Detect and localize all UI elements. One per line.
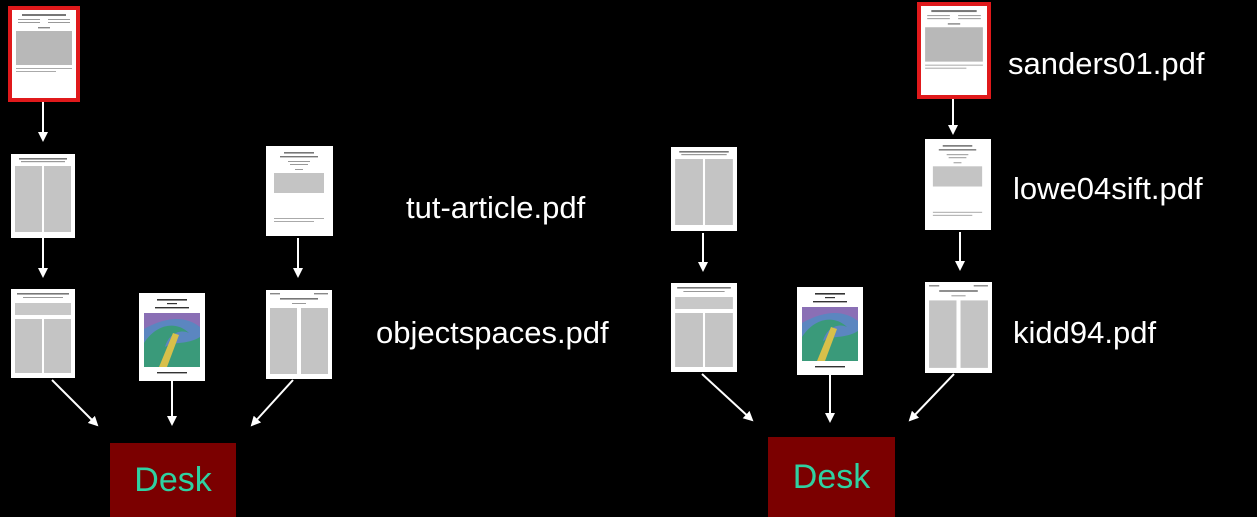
pdf-thumbnail-tut-article-left[interactable] [266, 146, 333, 236]
page-preview [929, 285, 988, 368]
page-preview [15, 293, 71, 373]
arrow-right-c-desk [908, 373, 955, 422]
pdf-thumbnail-document-right[interactable] [671, 147, 737, 231]
page-preview [270, 293, 328, 374]
arrow-right-a-desk [701, 373, 754, 422]
pdf-thumbnail-document-right[interactable] [671, 283, 737, 372]
pdf-thumbnail-book-cover-right[interactable] [797, 287, 863, 375]
desk-node-left[interactable]: Desk [110, 443, 236, 517]
book-cover-preview [139, 293, 205, 381]
file-label-sanders01: sanders01.pdf [1008, 46, 1205, 81]
book-cover-preview [797, 287, 863, 375]
pdf-thumbnail-document-left[interactable] [11, 289, 75, 378]
page-preview [15, 158, 71, 232]
page-preview [274, 152, 324, 222]
page-preview [675, 151, 733, 225]
pdf-thumbnail-kidd94[interactable] [925, 282, 992, 373]
file-label-objectspaces: objectspaces.pdf [376, 315, 609, 350]
page-preview [675, 287, 733, 367]
arrow-left-c-desk [250, 379, 294, 427]
page-preview [925, 10, 983, 69]
pdf-thumbnail-sanders01-left[interactable] [8, 6, 80, 102]
pdf-thumbnail-book-cover-left[interactable] [139, 293, 205, 381]
file-label-kidd94: kidd94.pdf [1013, 315, 1157, 350]
file-label-lowe04sift: lowe04sift.pdf [1013, 171, 1203, 206]
pdf-thumbnail-sanders01-right[interactable] [917, 2, 991, 99]
arrow-left-a-desk [51, 379, 99, 427]
pdf-thumbnail-document-left[interactable] [11, 154, 75, 238]
desk-node-right[interactable]: Desk [768, 437, 895, 517]
page-preview [932, 145, 983, 216]
file-label-tut-article: tut-article.pdf [406, 190, 586, 225]
pdf-thumbnail-lowe04sift[interactable] [925, 139, 991, 230]
pdf-thumbnail-document-left[interactable] [266, 290, 332, 379]
page-preview [16, 14, 72, 72]
